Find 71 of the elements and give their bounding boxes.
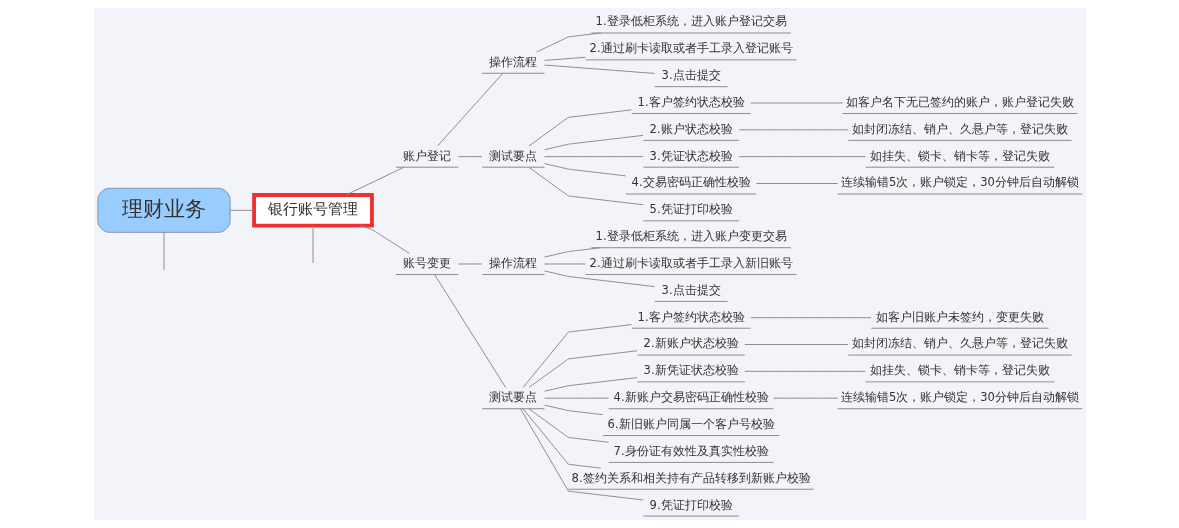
connector [359,225,410,254]
connector [433,274,506,388]
connector [543,64,655,74]
connector [543,156,644,158]
connector [522,324,632,389]
node-text: 7.身份证有效性及真实性校验 [613,443,769,458]
node-text: 2.通过刷卡读取或者手工录入登记账号 [589,41,793,56]
connector [528,408,609,443]
node-text: 3.凭证状态校验 [649,148,733,163]
node-text: 9.凭证打印校验 [649,497,733,512]
connector [519,408,644,501]
node-text: 如挂失、锁卡、销卡等，登记失败 [869,148,1050,163]
node-text: 2.账户状态校验 [649,121,733,136]
connector [543,163,626,177]
node-text: 账户登记 [402,148,451,163]
connector [543,263,586,265]
connector [543,270,655,288]
node-text: 操作流程 [488,54,537,69]
connector [543,56,586,61]
node-text: 4.新账户交易密码正确性校验 [613,390,769,405]
connector [436,72,503,147]
node-text: 测试要点 [488,390,537,405]
node-text: 如客户旧账户未签约，变更失败 [875,309,1044,324]
node-text: 如客户名下无已签约的账户，账户登记失败 [845,94,1074,109]
node-text: 测试要点 [488,148,537,163]
node-text: 2.新账户状态校验 [643,336,739,351]
node-text: 如封闭冻结、销户、久悬户等，登记失败 [851,121,1068,136]
node-text: 8.签约关系和相关持有产品转移到新账户校验 [571,470,811,485]
connector [522,408,601,469]
connector [755,183,838,184]
node-text: 1.客户签约状态校验 [637,309,745,324]
node-text: 1.客户签约状态校验 [637,94,745,109]
connector [535,32,601,53]
connector [543,397,609,399]
node-text: 连续输错5次，账户锁定，30分钟后自动解锁 [840,390,1079,405]
connector [743,344,849,345]
connector [528,166,644,206]
connector [528,350,638,388]
node-text: 3.新凭证状态校验 [643,363,739,378]
connector [312,225,313,264]
node-box: 理财业务 [96,187,231,233]
connector [738,156,866,158]
node-text: 1.登录低柜系统，进入账户变更交易 [595,229,787,244]
connector [163,232,164,271]
node-text: 1.登录低柜系统，进入账户登记交易 [595,14,787,29]
connector [229,209,254,211]
connector [457,263,482,265]
node-text: 5.凭证打印校验 [649,202,733,217]
connector [528,109,632,147]
connector [749,102,843,104]
connector [738,129,849,131]
node-text: 6.新旧账户同属一个客户号校验 [607,416,775,431]
node-box: 银行账号管理 [251,193,374,228]
connector [457,156,482,158]
connector [749,317,872,319]
node-text: 账号变更 [402,255,451,270]
connector [543,404,603,416]
node-text: 如挂失、锁卡、销卡等，登记失败 [869,363,1050,378]
node-text: 4.交易密码正确性校验 [631,175,751,190]
node-text: 如封闭冻结、销户、久悬户等，登记失败 [851,336,1068,351]
node-text: 3.点击提交 [661,282,721,297]
node-text: 操作流程 [488,255,537,270]
connector [543,377,638,392]
connector [743,370,866,372]
node-text: 连续输错5次，账户锁定，30分钟后自动解锁 [840,175,1079,190]
connector [543,247,601,258]
connector [772,397,838,399]
node-text: 3.点击提交 [661,68,721,83]
connector [543,134,644,151]
node-text: 2.通过刷卡读取或者手工录入新旧账号 [589,255,793,270]
connector [345,166,404,196]
